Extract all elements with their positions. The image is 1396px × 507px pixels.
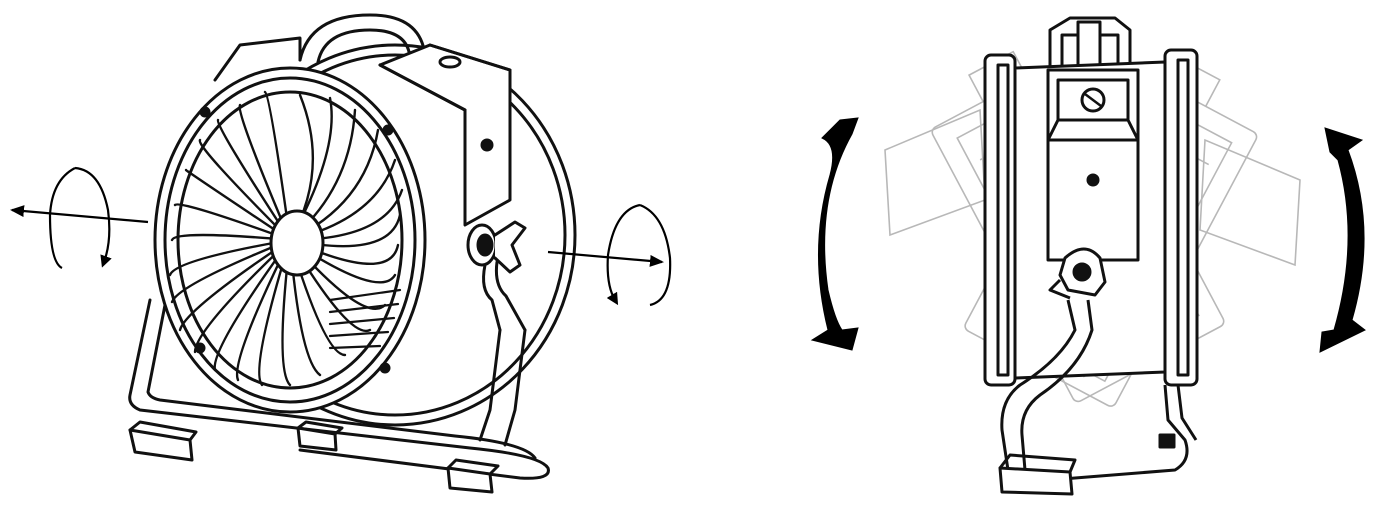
rotation-arrow-left (10, 166, 149, 269)
foot-left (128, 428, 194, 462)
tilt-arc-arrow-right (1319, 127, 1366, 353)
rotation-arrow-right (547, 203, 672, 307)
tilt-arc-arrow-left (810, 117, 859, 351)
foot-middle (296, 426, 338, 452)
tilt-knob (466, 220, 527, 332)
fan-base-stand (128, 298, 550, 494)
fan-hub (269, 209, 325, 277)
fan-side-view (810, 16, 1366, 496)
foot-right (446, 466, 494, 494)
tilt-knob-side (1048, 247, 1107, 300)
fan-carry-handle (213, 13, 427, 82)
fan-side-body (983, 16, 1199, 496)
fan-front-grille (153, 66, 427, 414)
fan-control-box (378, 43, 512, 227)
fan-front-view (128, 13, 577, 494)
